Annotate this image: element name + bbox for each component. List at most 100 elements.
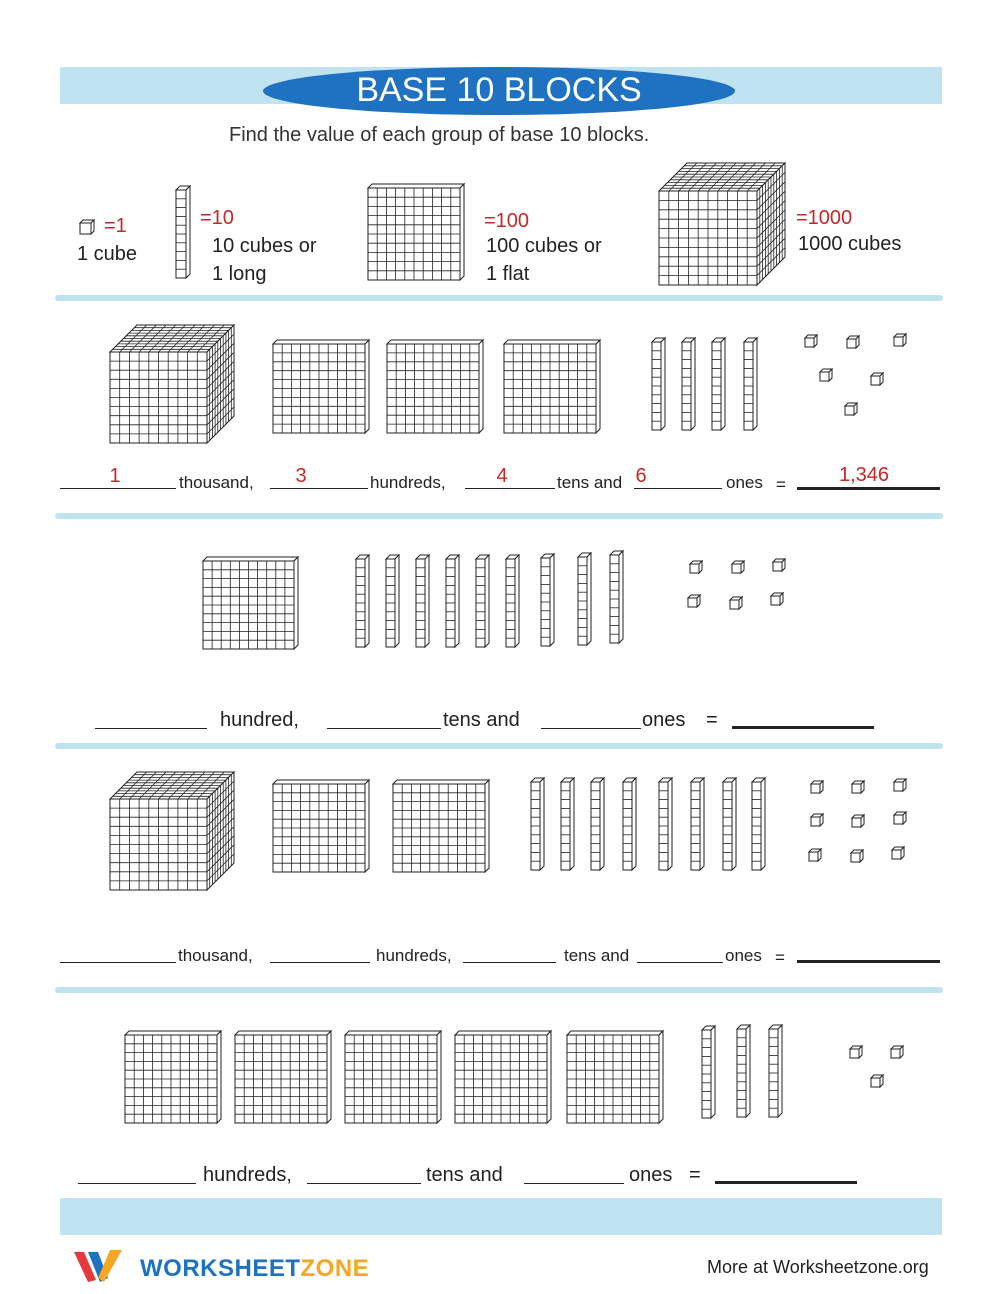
legend-cube-desc: 1 cube — [77, 243, 138, 265]
p3-tens-label: tens and — [564, 946, 630, 965]
p1-ones-blank[interactable] — [634, 488, 722, 489]
p4-flat-block — [565, 1029, 665, 1125]
p1-hundreds-label: hundreds, — [370, 473, 446, 492]
p4-long-block — [735, 1023, 752, 1119]
p1-thousand-answer: 1 — [109, 465, 121, 487]
p2-unit-cube — [769, 591, 785, 607]
p3-flat-block — [391, 778, 491, 874]
footer-logo-text: WORKSHEETZONE — [140, 1255, 369, 1283]
p1-unit-cube — [803, 333, 819, 349]
p1-flat-block — [271, 338, 371, 435]
p2-long-block — [444, 553, 461, 649]
p2-long-block — [414, 553, 431, 649]
legend-flat-value: =100 — [484, 210, 530, 232]
p4-equals: = — [689, 1164, 701, 1186]
p2-tens-label: tens and — [443, 709, 520, 731]
instructions: Find the value of each group of base 10 … — [229, 124, 650, 146]
p3-ones-blank[interactable] — [637, 962, 723, 963]
p3-long-block — [721, 776, 738, 872]
p4-hundreds-blank[interactable] — [78, 1183, 196, 1184]
legend-flat-desc-1: 100 cubes or — [486, 235, 602, 257]
p3-ones-label: ones — [725, 946, 762, 965]
p3-long-block — [657, 776, 674, 872]
p2-ones-label: ones — [642, 709, 686, 731]
p3-unit-cube — [850, 779, 866, 795]
p4-ones-blank[interactable] — [524, 1183, 624, 1184]
p4-unit-cube — [869, 1073, 885, 1089]
p1-thousand-blank[interactable] — [60, 488, 176, 489]
p3-unit-cube — [809, 779, 825, 795]
p1-unit-cube — [818, 367, 834, 383]
p3-long-block — [589, 776, 606, 872]
p2-hundreds-blank[interactable] — [95, 728, 207, 729]
legend-long-desc-1: 10 cubes or — [212, 235, 317, 257]
footer-logo-part2: ZONE — [300, 1255, 370, 1282]
p1-total-answer: 1,346 — [838, 464, 890, 486]
legend-flat-desc-2: 1 flat — [486, 263, 530, 285]
p1-thousand-label: thousand, — [179, 473, 254, 492]
p1-unit-cube — [892, 332, 908, 348]
p1-hundreds-blank[interactable] — [270, 488, 368, 489]
p1-tens-blank[interactable] — [465, 488, 555, 489]
p3-hundreds-label: hundreds, — [376, 946, 452, 965]
p4-flat-block — [343, 1029, 443, 1125]
p4-long-block — [767, 1023, 784, 1119]
p2-total-blank[interactable] — [732, 726, 874, 729]
p3-unit-cube — [850, 813, 866, 829]
p3-thousand-blank[interactable] — [60, 962, 176, 963]
legend-flat-block — [366, 182, 466, 282]
p2-tens-blank[interactable] — [327, 728, 441, 729]
p2-long-block — [608, 549, 625, 645]
p1-tens-answer: 4 — [496, 465, 508, 487]
legend-long-value: =10 — [200, 207, 234, 229]
p1-flat-block — [502, 338, 602, 435]
p1-flat-block — [385, 338, 485, 435]
worksheetzone-logo-icon — [74, 1250, 122, 1282]
p2-equals: = — [706, 709, 718, 731]
legend-cube-value: =1 — [104, 215, 127, 237]
p3-unit-cube — [892, 810, 908, 826]
p3-equals: = — [775, 948, 785, 967]
p1-thousand-block — [108, 323, 236, 445]
legend-thousand-desc: 1000 cubes — [798, 233, 902, 255]
p2-ones-blank[interactable] — [541, 728, 641, 729]
p3-long-block — [621, 776, 638, 872]
divider-2 — [55, 513, 943, 519]
p3-hundreds-blank[interactable] — [270, 962, 370, 963]
p4-flat-block — [233, 1029, 333, 1125]
p3-unit-cube — [892, 777, 908, 793]
legend-thousand-block — [657, 161, 787, 287]
p2-long-block — [539, 552, 556, 648]
p2-unit-cube — [771, 557, 787, 573]
p1-long-block — [650, 336, 667, 432]
p4-tens-blank[interactable] — [307, 1183, 421, 1184]
p1-total-blank[interactable] — [797, 487, 940, 490]
p3-tens-blank[interactable] — [463, 962, 556, 963]
p2-long-block — [384, 553, 401, 649]
p3-total-blank[interactable] — [797, 960, 940, 963]
p3-unit-cube — [890, 845, 906, 861]
p2-long-block — [576, 551, 593, 647]
p2-unit-cube — [728, 595, 744, 611]
p3-flat-block — [271, 778, 371, 874]
divider-1 — [55, 295, 943, 301]
p3-long-block — [689, 776, 706, 872]
p3-unit-cube — [807, 847, 823, 863]
p2-long-block — [474, 553, 491, 649]
p4-total-blank[interactable] — [715, 1181, 857, 1184]
p2-flat-block — [201, 555, 300, 651]
p4-flat-block — [453, 1029, 553, 1125]
footer-more-link[interactable]: More at Worksheetzone.org — [707, 1257, 929, 1277]
p3-unit-cube — [849, 848, 865, 864]
p1-unit-cube — [845, 334, 861, 350]
legend-long-block — [174, 184, 192, 280]
p3-long-block — [529, 776, 546, 872]
p1-equals: = — [776, 475, 786, 494]
p2-unit-cube — [730, 559, 746, 575]
p4-unit-cube — [848, 1044, 864, 1060]
p2-long-block — [354, 553, 371, 649]
p4-ones-label: ones — [629, 1164, 673, 1186]
footer-logo-part1: WORKSHEET — [140, 1255, 301, 1282]
legend-long-desc-2: 1 long — [212, 263, 267, 285]
legend-cube-block — [78, 218, 96, 236]
